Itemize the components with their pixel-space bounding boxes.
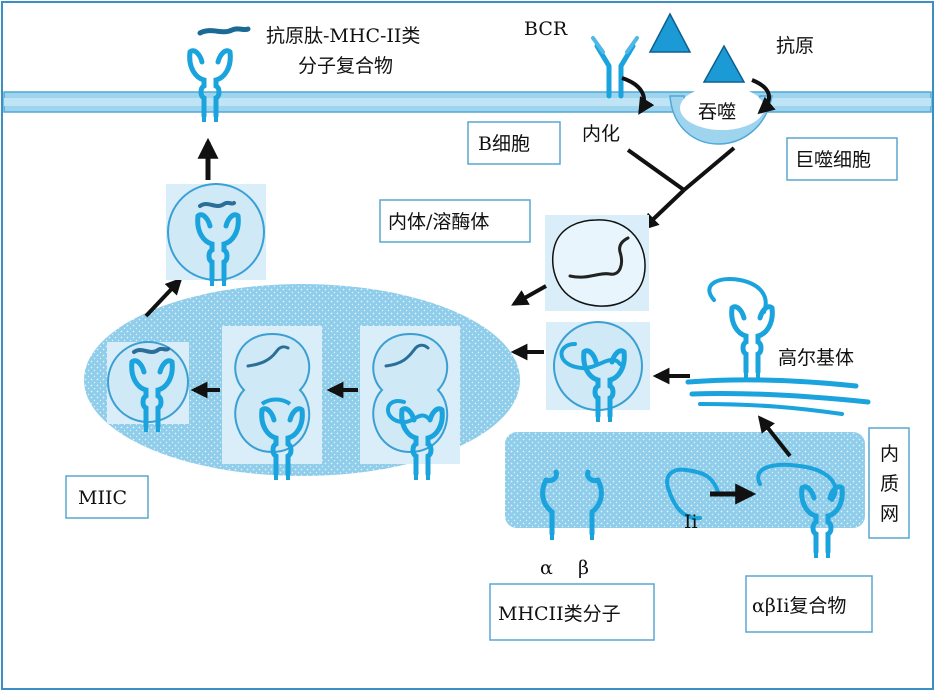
merge-line-right [682,146,736,192]
endosome-to-miic-arrow [511,284,547,306]
label-b-cell: B细胞 [478,133,530,155]
label-er-3: 网 [880,503,899,525]
macrophage-box [786,137,898,181]
label-er-1: 内 [880,443,899,465]
cell-membrane [3,91,932,113]
label-miic: MIIC [78,487,127,509]
bcr-icon [591,36,639,99]
phagocytose-arrow [751,78,776,115]
to-endosome-arrow [641,188,686,231]
exocytic-vesicle [166,183,266,286]
peptide-icon [197,26,251,36]
mhc2-box [489,583,655,641]
label-pmhc-line1: 抗原肽-MHC-II类 [266,25,420,47]
label-alpha: α [540,557,553,579]
label-bcr: BCR [524,18,568,40]
b-cell-box [467,121,561,165]
miic-to-vesicle-arrow [144,277,183,318]
label-internalization: 内化 [582,123,620,145]
label-mhc2: MHCII类分子 [498,603,621,625]
er-box [868,427,910,539]
label-antigen: 抗原 [776,35,814,57]
label-endosome: 内体/溶酶体 [388,211,489,233]
ii-chain-icon [707,277,768,314]
complex-box [745,575,873,633]
ii-chain-icon [665,467,720,521]
miic-box [65,475,149,519]
antigen-triangle-icon [702,44,746,83]
golgi-vesicle [546,321,650,422]
antigen-fragment-icon [568,236,630,279]
label-macrophage: 巨噬细胞 [795,149,871,171]
miic-compartment [84,284,520,480]
merge-line-left [626,148,686,192]
antigen-triangle-icon [648,12,692,53]
label-phagocytosis: 吞噬 [698,101,736,123]
er-to-golgi-arrow [757,415,792,458]
label-er-2: 质 [880,473,899,495]
endosome-box [379,199,531,243]
label-pmhc-line2: 分子复合物 [298,55,393,77]
label-ii: Ii [684,511,698,533]
surface-pmhc-complex [190,26,251,122]
label-golgi: 高尔基体 [778,347,854,369]
internalize-arrow [621,76,655,115]
label-beta: β [578,557,589,579]
golgi-apparatus [685,277,871,416]
label-complex: αβIi复合物 [752,595,846,617]
endoplasmic-reticulum [505,432,865,558]
endosome-vesicle [545,215,649,311]
phagocytic-cup [669,86,773,145]
